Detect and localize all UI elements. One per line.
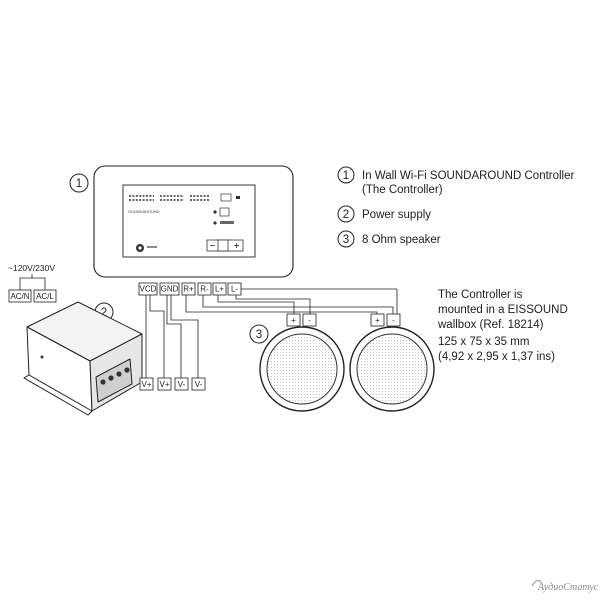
terminal-l-plus: L+ <box>212 282 227 296</box>
speaker-right-grille <box>356 333 428 405</box>
power-supply-screws <box>100 367 130 385</box>
speaker-right: + - <box>349 313 435 412</box>
wire-gnd-b <box>170 295 199 378</box>
controller-led-top <box>236 196 240 199</box>
mounting-note-line-5: (4,92 x 2,95 x 1,37 ins) <box>438 351 555 363</box>
controller-led-1 <box>213 210 217 214</box>
mains-input: ~120V/230V AC/N AC/L <box>8 263 57 303</box>
legend-number-3: 3 <box>343 234 349 246</box>
controller-brand-label: SOUNDAROUND <box>128 209 160 214</box>
controller-led-2 <box>213 221 217 225</box>
output-v-plus-2-label: V+ <box>159 380 169 389</box>
legend-item-1: 1 In Wall Wi-Fi SOUNDAROUND Controller (… <box>337 166 575 196</box>
wire-l-plus <box>217 295 295 316</box>
terminal-gnd: GND <box>159 282 180 296</box>
power-supply-terminal-block <box>95 358 133 403</box>
speaker-right-minus-label: - <box>392 316 395 325</box>
controller-button-wifi <box>220 193 232 202</box>
controller-grille <box>129 195 210 201</box>
speaker-left-grille <box>266 333 338 405</box>
mounting-note-line-3: wallbox (Ref. 18214) <box>437 319 544 331</box>
output-v-minus-1-label: V- <box>178 380 186 389</box>
output-v-plus-2: V+ <box>157 377 172 391</box>
power-supply-flange <box>23 374 93 416</box>
watermark: АудиоСтатус <box>531 580 599 593</box>
controller: SOUNDAROUND <box>93 165 294 278</box>
output-v-minus-2-label: V- <box>195 380 203 389</box>
mounting-note-line-1: The Controller is <box>438 289 523 301</box>
wire-r-minus <box>202 295 394 316</box>
terminal-l-minus-label: L- <box>231 285 238 294</box>
legend-number-1: 1 <box>343 170 349 182</box>
terminal-r-minus: R- <box>197 282 212 296</box>
legend-label-3: 8 Ohm speaker <box>362 234 441 246</box>
mounting-note: The Controller is mounted in a EISSOUND … <box>437 289 568 363</box>
output-v-plus-1-label: V+ <box>141 380 151 389</box>
controller-button-source <box>219 207 230 217</box>
power-supply-outputs: V+ V+ V- V- <box>139 377 206 391</box>
legend: 1 In Wall Wi-Fi SOUNDAROUND Controller (… <box>337 166 575 248</box>
legend-item-2: 2 Power supply <box>337 205 431 223</box>
terminal-r-minus-label: R- <box>200 285 209 294</box>
speaker-right-terminal-plus: + <box>370 313 385 327</box>
controller-callout-number: 1 <box>76 178 82 190</box>
speaker-left-terminal-plus: + <box>286 313 301 327</box>
terminal-l-minus: L- <box>227 282 242 296</box>
power-supply <box>23 301 143 416</box>
legend-label-2: Power supply <box>362 209 431 221</box>
wire-r-plus <box>185 295 378 316</box>
terminal-vcd: VCD <box>138 282 158 296</box>
speaker-left-plus-label: + <box>291 316 296 325</box>
wire-l-minus <box>235 295 311 316</box>
speakers-callout: 3 <box>249 324 269 344</box>
speakers-callout-number: 3 <box>256 329 262 341</box>
mains-neutral-label: AC/N <box>10 292 29 301</box>
controller-volume-center <box>217 239 229 252</box>
controller-terminal-block: VCD GND R+ R- L+ L- <box>138 282 242 296</box>
controller-led-label <box>220 221 234 224</box>
speaker-right-terminal-minus: - <box>386 313 401 327</box>
watermark-text: АудиоСтатус <box>537 582 599 593</box>
terminal-r-plus: R+ <box>181 282 196 296</box>
terminal-r-plus-label: R+ <box>183 285 194 294</box>
output-v-minus-2: V- <box>191 377 206 391</box>
mounting-note-line-4: 125 x 75 x 35 mm <box>438 336 529 348</box>
controller-callout: 1 <box>69 173 89 193</box>
wire-gnd-a <box>166 295 182 378</box>
legend-number-2: 2 <box>343 209 349 221</box>
power-supply-callout-number: 2 <box>101 307 107 319</box>
terminal-l-plus-label: L+ <box>215 285 224 294</box>
legend-label-1-line-1: In Wall Wi-Fi SOUNDAROUND Controller <box>362 170 575 182</box>
watermark-swoosh-icon <box>531 580 543 587</box>
mains-wires <box>19 274 46 290</box>
output-v-minus-1: V- <box>174 377 189 391</box>
mains-live-label: AC/L <box>36 292 54 301</box>
mains-voltage-label: ~120V/230V <box>8 263 55 273</box>
wire-vcd-b <box>149 295 165 378</box>
speaker-right-plus-label: + <box>375 316 380 325</box>
wires <box>145 288 398 378</box>
output-v-plus-1: V+ <box>139 377 154 391</box>
controller-knob-label <box>147 246 157 248</box>
terminal-gnd-label: GND <box>161 285 179 294</box>
power-supply-led <box>40 355 44 359</box>
terminal-vcd-label: VCD <box>140 285 157 294</box>
speaker-left-minus-label: - <box>308 316 311 325</box>
speaker-left: + - <box>259 313 345 412</box>
mounting-note-line-2: mounted in a EISSOUND <box>438 304 568 316</box>
speaker-left-terminal-minus: - <box>302 313 317 327</box>
legend-label-1-line-2: (The Controller) <box>362 184 443 196</box>
legend-item-3: 3 8 Ohm speaker <box>337 230 441 248</box>
